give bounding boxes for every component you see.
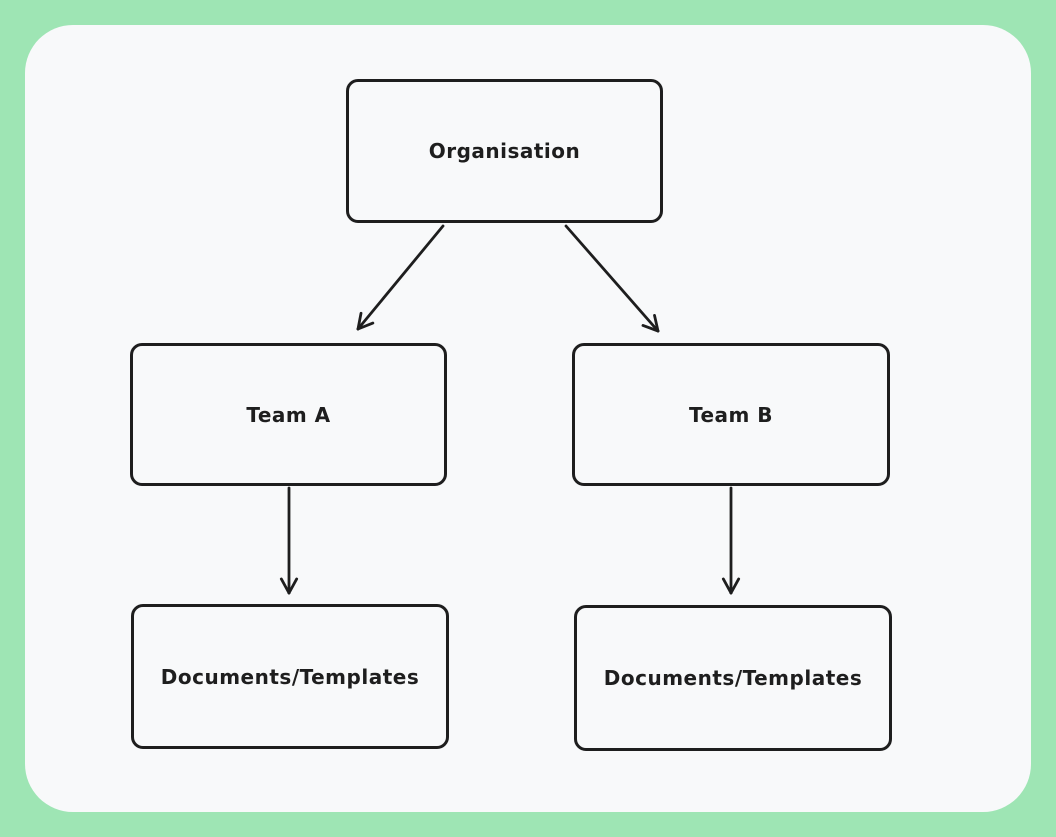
node-team-a[interactable]: Team A	[130, 343, 447, 486]
node-documents-templates-a-label: Documents/Templates	[160, 664, 420, 689]
node-organisation-label: Organisation	[428, 139, 581, 163]
node-team-a-label: Team A	[246, 402, 331, 427]
node-documents-templates-a[interactable]: Documents/Templates	[131, 604, 449, 749]
node-organisation[interactable]: Organisation	[346, 79, 663, 223]
node-team-b[interactable]: Team B	[572, 343, 890, 486]
diagram-canvas[interactable]	[25, 25, 1031, 812]
node-team-b-label: Team B	[688, 402, 774, 427]
node-documents-templates-b-label: Documents/Templates	[603, 666, 863, 690]
node-documents-templates-b[interactable]: Documents/Templates	[574, 605, 892, 751]
